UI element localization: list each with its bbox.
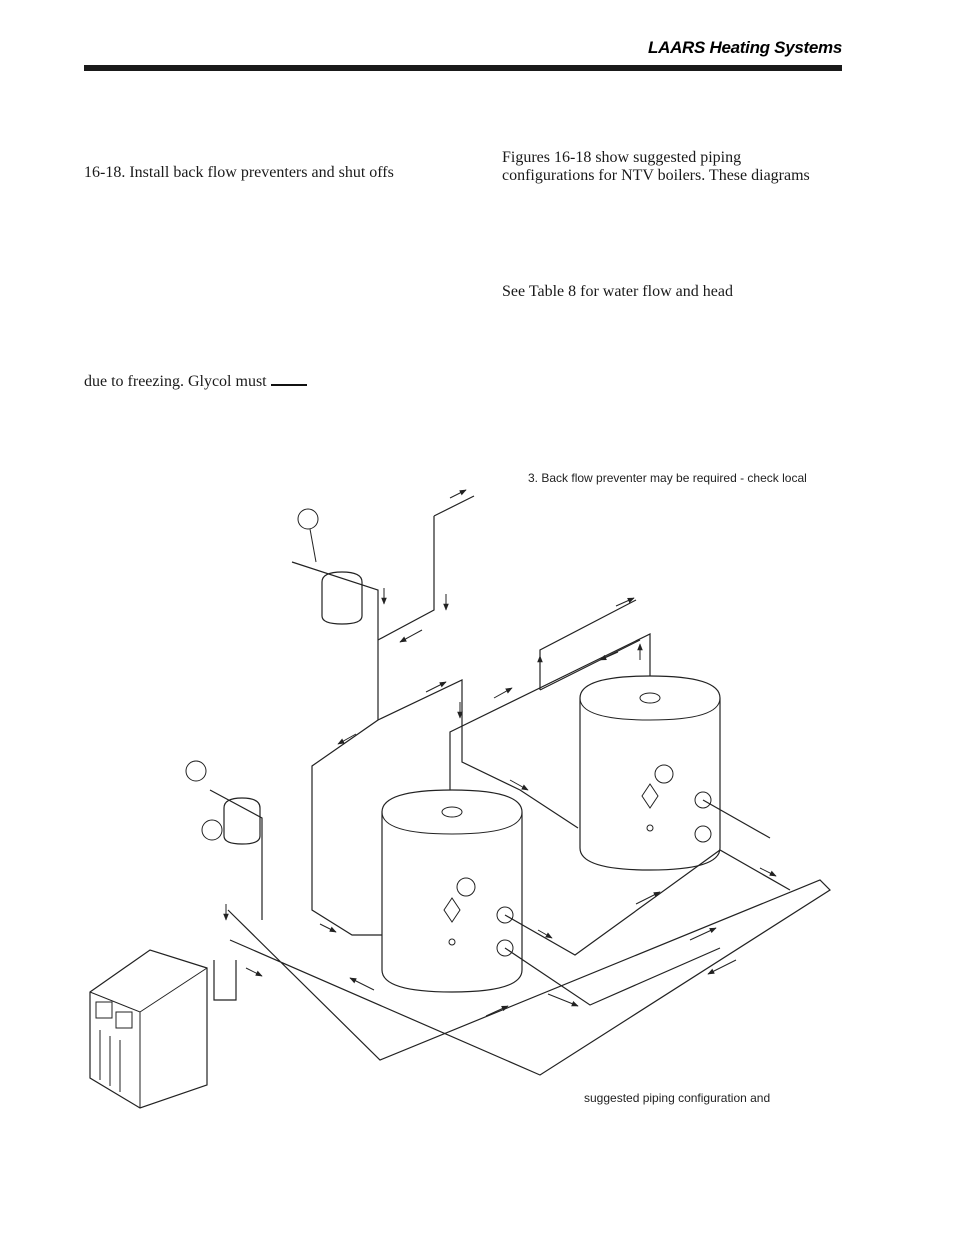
flow-arrows xyxy=(223,489,777,1017)
blank-underline xyxy=(270,372,307,386)
left-text-line-2-text: due to freezing. Glycol must xyxy=(84,373,267,390)
storage-tank-2 xyxy=(579,675,721,871)
right-text-line-2: configurations for NTV boilers. These di… xyxy=(502,167,810,184)
header-rule xyxy=(84,65,842,71)
diagram-note: 3. Back flow preventer may be required -… xyxy=(528,471,807,485)
storage-tank-1 xyxy=(381,789,523,993)
piping-lines xyxy=(209,495,831,1076)
diagram-caption: suggested piping configuration and xyxy=(584,1091,771,1105)
brand-title: LAARS Heating Systems xyxy=(648,38,842,57)
expansion-tank-top xyxy=(297,508,363,625)
right-text-line-1: Figures 16-18 show suggested piping xyxy=(502,149,742,166)
expansion-tank-left xyxy=(185,760,261,845)
left-text-line-1: 16-18. Install back flow preventers and … xyxy=(84,164,394,181)
right-text-line-3: See Table 8 for water flow and head xyxy=(502,283,733,300)
boiler xyxy=(89,949,208,1109)
left-text-line-2: due to freezing. Glycol must xyxy=(84,372,307,391)
